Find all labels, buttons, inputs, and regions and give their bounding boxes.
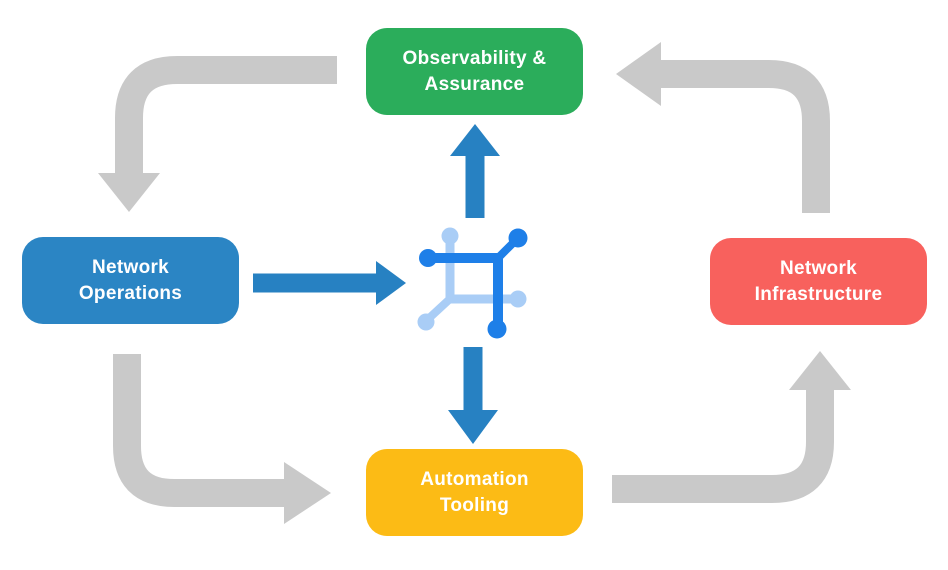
node-label: Observability & Assurance: [402, 48, 547, 95]
arrow-operations-to-center: [253, 261, 406, 305]
icon-dark-lines: [428, 253, 503, 328]
arrow-head-up: [450, 124, 500, 156]
icon-node-light-right: [509, 290, 527, 308]
arrow-center-to-observability: [450, 124, 500, 218]
network-mesh-icon: [417, 227, 528, 339]
arrow-shaft: [612, 388, 834, 503]
arrow-observability-to-operations: [98, 56, 337, 212]
node-observability-assurance: Observability & Assurance: [366, 28, 583, 115]
arrow-head-down: [448, 410, 498, 444]
arrow-shaft: [115, 56, 337, 175]
icon-node-dark-topright: [508, 228, 528, 248]
arrow-head-down: [98, 173, 160, 212]
arrow-head-right: [376, 261, 406, 305]
arrow-head-left: [616, 42, 661, 106]
icon-node-light-top: [441, 227, 459, 245]
arrow-shaft: [113, 354, 286, 507]
node-label: Network Operations: [78, 257, 183, 304]
node-network-operations: Network Operations: [22, 237, 239, 324]
arrow-center-to-automation: [448, 347, 498, 444]
arrow-shaft: [659, 60, 830, 213]
icon-node-dark-left: [419, 249, 437, 267]
node-automation-tooling: Automation Tooling: [366, 449, 583, 536]
node-label: Automation Tooling: [420, 469, 529, 516]
arrow-infrastructure-to-observability: [616, 42, 830, 213]
node-network-infrastructure: Network Infrastructure: [710, 238, 927, 325]
arrow-head-up: [789, 351, 851, 390]
node-label: Network Infrastructure: [754, 258, 883, 305]
icon-node-dark-bottom: [487, 319, 507, 339]
arrow-operations-to-automation: [113, 354, 331, 524]
arrow-automation-to-infrastructure: [612, 351, 851, 503]
icon-node-light-bottomleft: [417, 313, 435, 331]
arrow-head-right: [284, 462, 331, 524]
